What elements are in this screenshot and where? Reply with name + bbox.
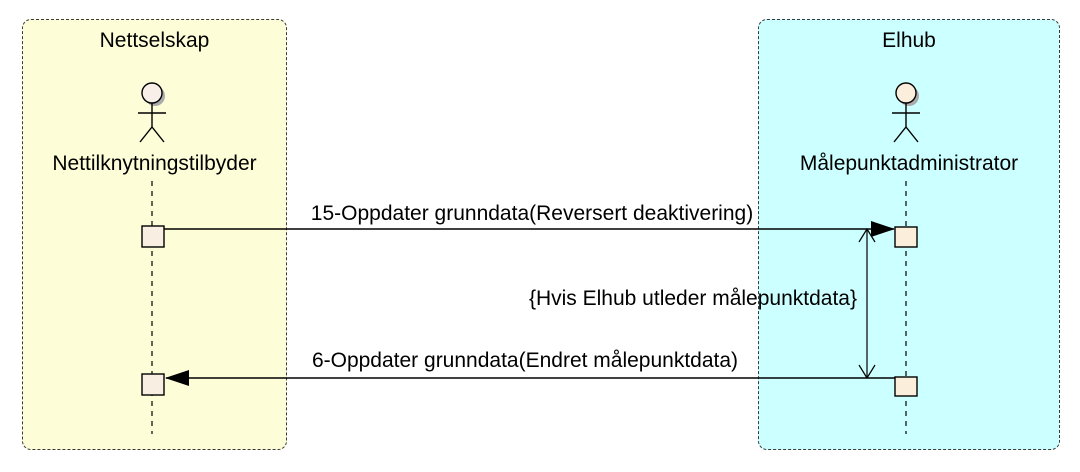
actor-label-malepunktadministrator: Målepunktadministrator (799, 152, 1019, 175)
duration-arrow (858, 228, 876, 379)
activation-bar (894, 226, 918, 248)
condition-label: {Hvis Elhub utleder målepunktdata} (528, 287, 857, 310)
message-1-label: 15-Oppdater grunndata(Reversert deaktive… (308, 202, 756, 226)
actor-label-nettilknytningstilbyder: Nettilknytningstilbyder (52, 152, 257, 175)
activation-bar (141, 225, 165, 248)
message-2-arrowhead-icon (165, 370, 189, 386)
activation-bar (894, 376, 918, 397)
participant-title-nettselskap: Nettselskap (99, 29, 210, 52)
actor-icon (138, 82, 166, 143)
actor-icon (892, 82, 920, 143)
activation-bar (141, 373, 165, 396)
message-2-label: 6-Oppdater grunndata(Endret målepunktdat… (309, 349, 741, 373)
message-1-arrowhead-icon (871, 221, 895, 237)
participant-title-elhub: Elhub (882, 29, 936, 52)
